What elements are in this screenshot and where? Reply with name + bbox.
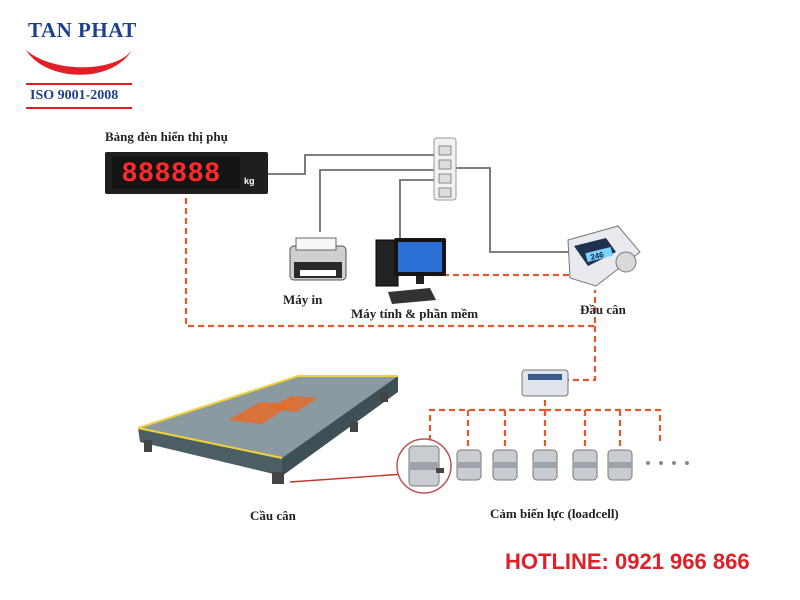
indicator-label: Đầu cân [580,302,626,317]
loadcell-icon [492,449,518,481]
computer-label: Máy tính & phần mềm [351,306,479,321]
loadcell-icon [572,449,598,481]
pointer-line [289,473,405,483]
weighbridge-icon [137,375,398,484]
brand-name: TAN PHAT [28,18,137,42]
power-strip-icon [433,137,457,201]
display-digits: 888888 [122,157,221,187]
display-board-label: Bảng đèn hiển thị phụ [105,129,228,144]
loadcell-icon [607,449,633,481]
loadcell-large-icon [396,438,452,494]
computer-icon [375,238,446,304]
iso-certification: ISO 9001-2008 [30,88,119,103]
platform-label: Cầu cân [250,508,296,523]
display-board [105,152,268,194]
indicator-icon [567,225,641,287]
data-wires [184,198,662,447]
display-unit: kg [244,176,255,186]
logo-underline [26,107,132,109]
logo-swoosh-icon [26,50,132,85]
loadcell-label: Cảm biến lực (loadcell) [490,506,619,521]
hotline[interactable]: HOTLINE: 0921 966 866 [505,549,750,574]
loadcell-icon [456,449,482,481]
junction-box-icon [521,369,569,397]
loadcell-icon [532,449,558,481]
ellipsis-icon [646,461,689,465]
printer-icon [289,237,347,281]
power-wires [268,154,570,253]
printer-label: Máy in [283,292,323,307]
indicator-reading: 246 [590,250,606,262]
